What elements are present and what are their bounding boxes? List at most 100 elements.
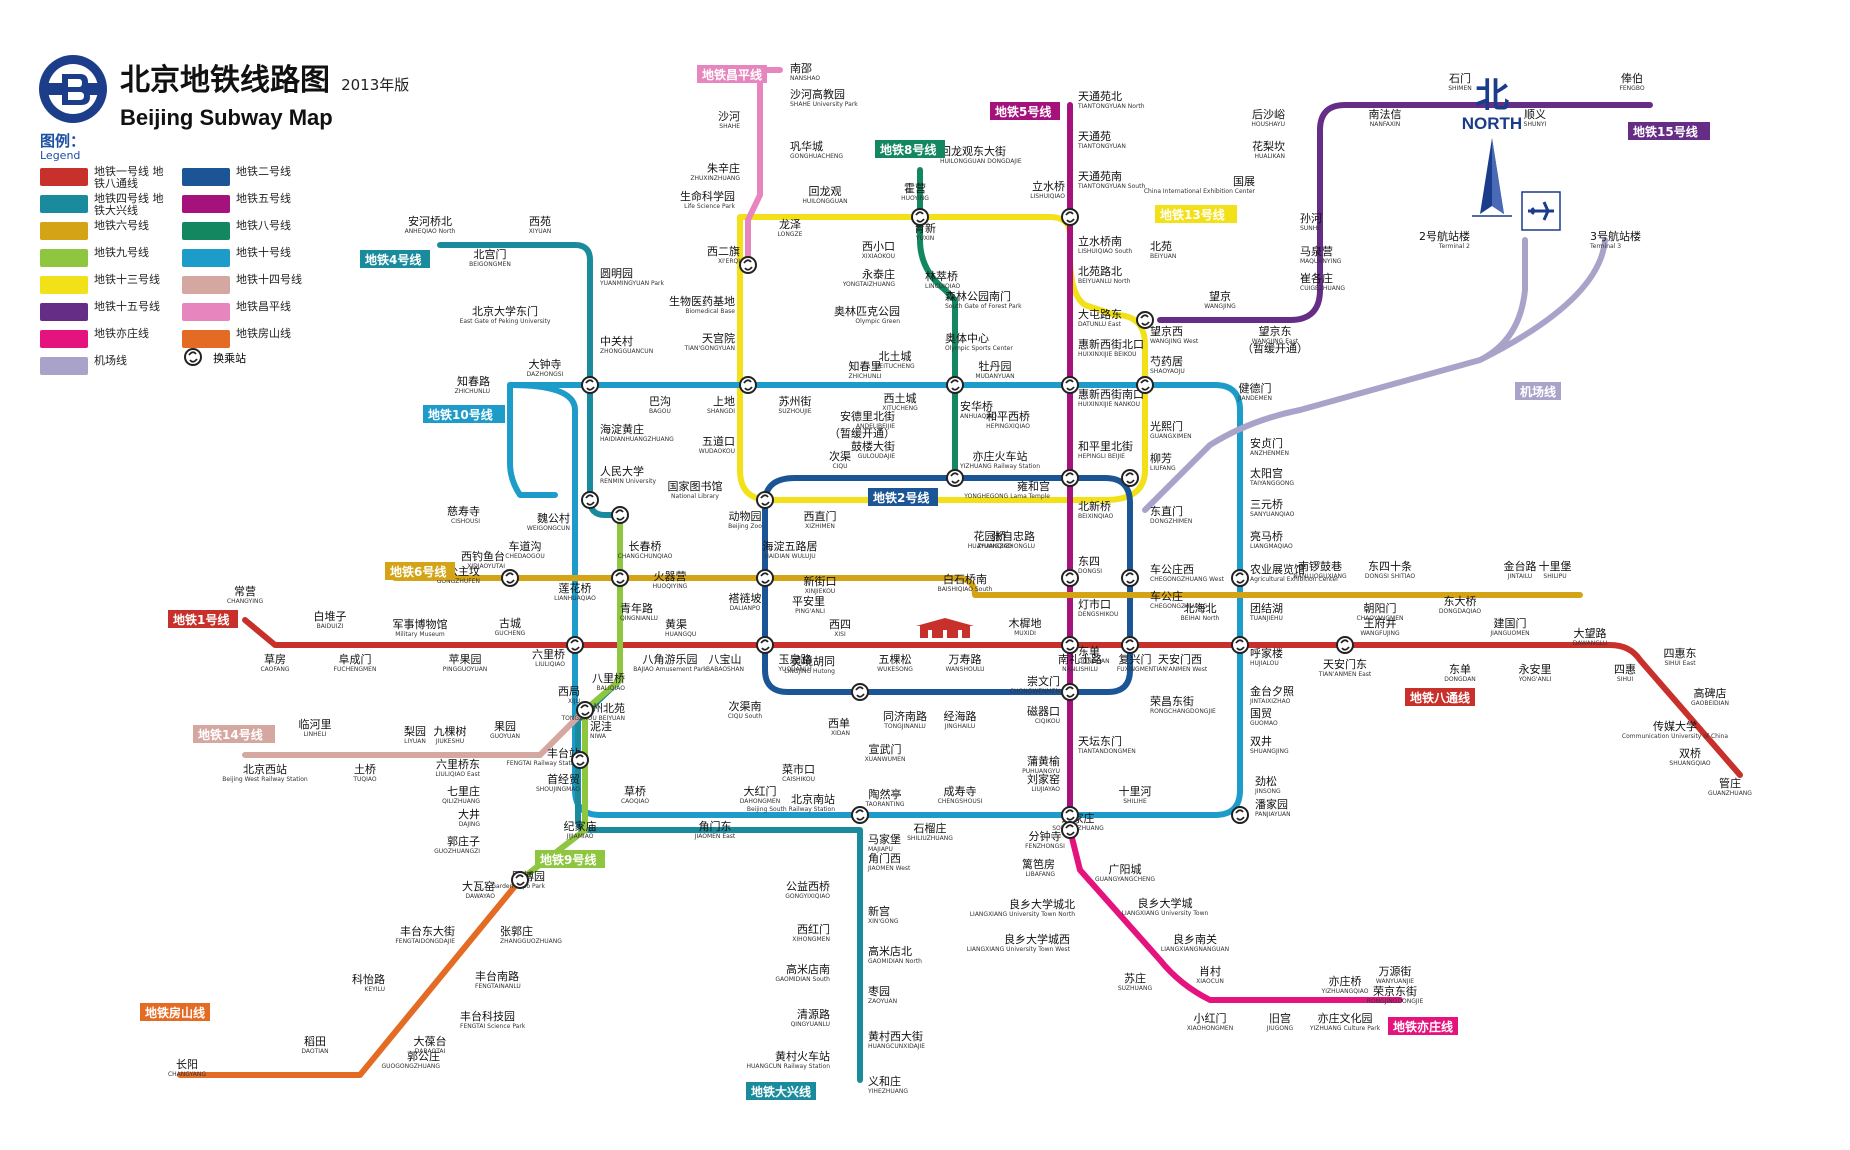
station[interactable]: （暂缓开通） xyxy=(829,427,895,440)
transfer-station-icon[interactable] xyxy=(611,506,629,524)
transfer-station-icon[interactable] xyxy=(756,569,774,587)
transfer-station-icon[interactable] xyxy=(581,491,599,509)
transfer-station-icon[interactable] xyxy=(1061,569,1079,587)
transfer-station-icon[interactable] xyxy=(1061,376,1079,394)
transfer-station-icon[interactable] xyxy=(1231,636,1249,654)
transfer-station-icon[interactable] xyxy=(851,806,869,824)
transfer-station-icon[interactable] xyxy=(1121,636,1139,654)
transfer-station-icon[interactable] xyxy=(739,256,757,274)
transfer-station-icon[interactable] xyxy=(911,208,929,226)
transfer-station-icon[interactable] xyxy=(571,751,589,769)
transfer-station-icon[interactable] xyxy=(946,469,964,487)
transfer-station-icon[interactable] xyxy=(581,376,599,394)
transfer-station-icon[interactable] xyxy=(1121,569,1139,587)
station[interactable]: （暂缓开通） xyxy=(1242,342,1308,355)
